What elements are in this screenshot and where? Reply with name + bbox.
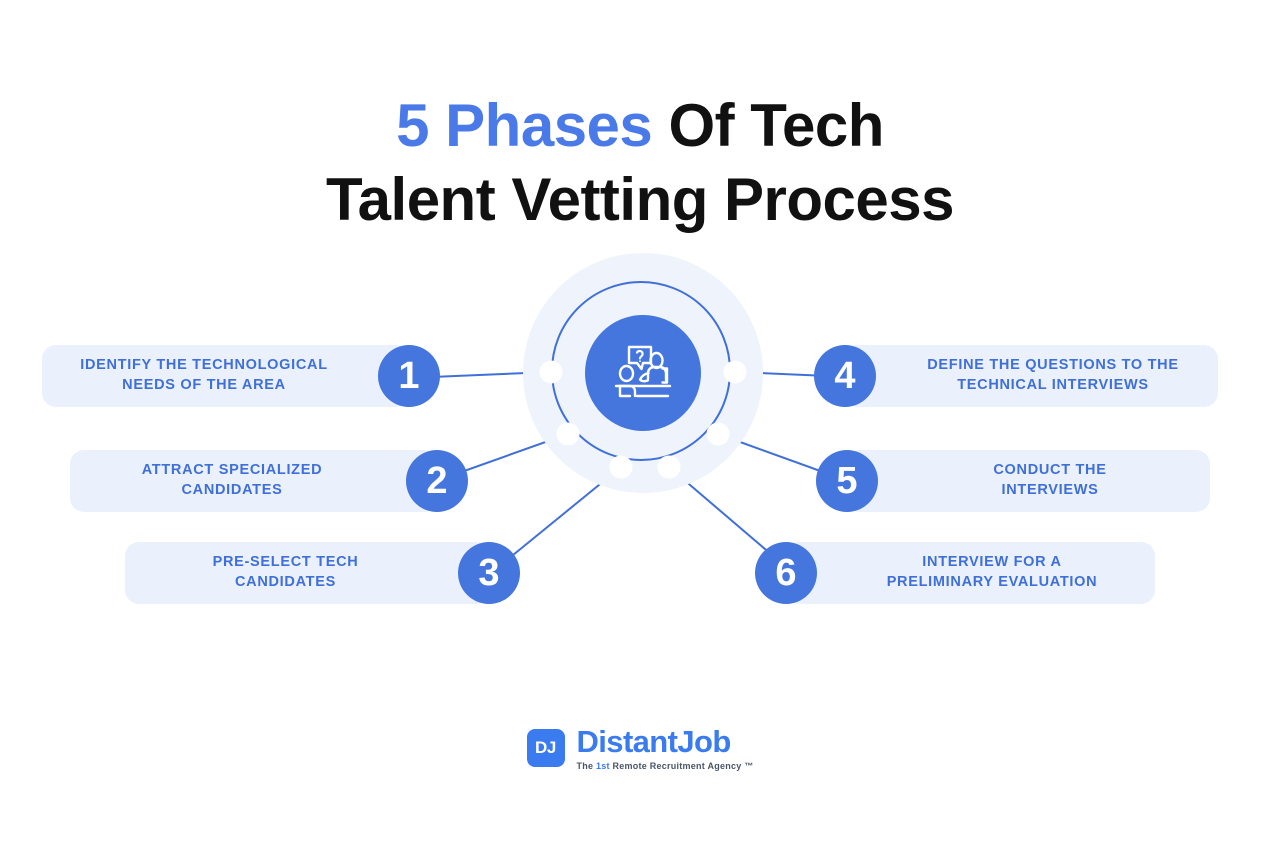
title-line-1: 5 Phases Of Tech [0, 96, 1280, 156]
step-4-number-badge: 4 [814, 345, 876, 407]
step-1-number-badge: 1 [378, 345, 440, 407]
logo-mark-dj: DJ [526, 729, 565, 768]
title-accent-text: 5 Phases [396, 92, 653, 159]
step-5-label: CONDUCT THE INTERVIEWS [993, 462, 1107, 498]
step-3-label: PRE-SELECT TECH CANDIDATES [212, 554, 359, 590]
logo-wordmark: DistantJob The 1st Remote Recruitment Ag… [576, 724, 754, 771]
center-hub [523, 253, 763, 493]
title-line-2: Talent Vetting Process [325, 166, 955, 233]
step-4-label: DEFINE THE QUESTIONS TO THE TECHNICAL IN… [927, 357, 1179, 393]
step-item-1[interactable]: IDENTIFY THE TECHNOLOGICAL NEEDS OF THE … [42, 345, 440, 407]
hub-node-2 [557, 423, 579, 445]
logo-tagline: The 1st Remote Recruitment Agency ™ [577, 761, 754, 771]
step-1-pill: IDENTIFY THE TECHNOLOGICAL NEEDS OF THE … [42, 345, 410, 407]
step-item-4[interactable]: DEFINE THE QUESTIONS TO THE TECHNICAL IN… [814, 345, 1218, 407]
step-item-2[interactable]: ATTRACT SPECIALIZED CANDIDATES 2 [70, 450, 468, 512]
step-4-pill: DEFINE THE QUESTIONS TO THE TECHNICAL IN… [844, 345, 1218, 407]
step-2-label: ATTRACT SPECIALIZED CANDIDATES [141, 462, 323, 498]
step-3-number-badge: 3 [458, 542, 520, 604]
step-6-pill: INTERVIEW FOR A PRELIMINARY EVALUATION [785, 542, 1155, 604]
hub-node-6 [658, 456, 680, 478]
interview-question-icon [614, 345, 672, 398]
hub-node-1 [540, 361, 562, 383]
page-title: 5 Phases Of Tech Talent Vetting Process [0, 96, 1280, 230]
hub-node-3 [610, 456, 632, 478]
logo-name-text: DistantJob [576, 724, 732, 759]
hub-node-4 [724, 361, 746, 383]
step-2-pill: ATTRACT SPECIALIZED CANDIDATES [70, 450, 438, 512]
step-item-6[interactable]: INTERVIEW FOR A PRELIMINARY EVALUATION 6 [755, 542, 1155, 604]
hub-core-circle [585, 315, 701, 431]
tagline-pre: The [576, 760, 597, 771]
step-6-number-badge: 6 [755, 542, 817, 604]
step-3-pill: PRE-SELECT TECH CANDIDATES [125, 542, 490, 604]
title-rest-text: Of Tech [652, 92, 884, 159]
tagline-post: Remote Recruitment Agency ™ [609, 760, 754, 771]
step-item-5[interactable]: CONDUCT THE INTERVIEWS 5 [816, 450, 1210, 512]
step-1-label: IDENTIFY THE TECHNOLOGICAL NEEDS OF THE … [80, 357, 328, 393]
step-5-pill: CONDUCT THE INTERVIEWS [846, 450, 1210, 512]
step-5-number-badge: 5 [816, 450, 878, 512]
step-item-3[interactable]: PRE-SELECT TECH CANDIDATES 3 [125, 542, 520, 604]
hub-node-5 [707, 423, 729, 445]
tagline-accent: 1st [596, 760, 610, 771]
step-2-number-badge: 2 [406, 450, 468, 512]
brand-logo[interactable]: DJ DistantJob The 1st Remote Recruitment… [0, 724, 1280, 771]
step-6-label: INTERVIEW FOR A PRELIMINARY EVALUATION [886, 554, 1098, 590]
